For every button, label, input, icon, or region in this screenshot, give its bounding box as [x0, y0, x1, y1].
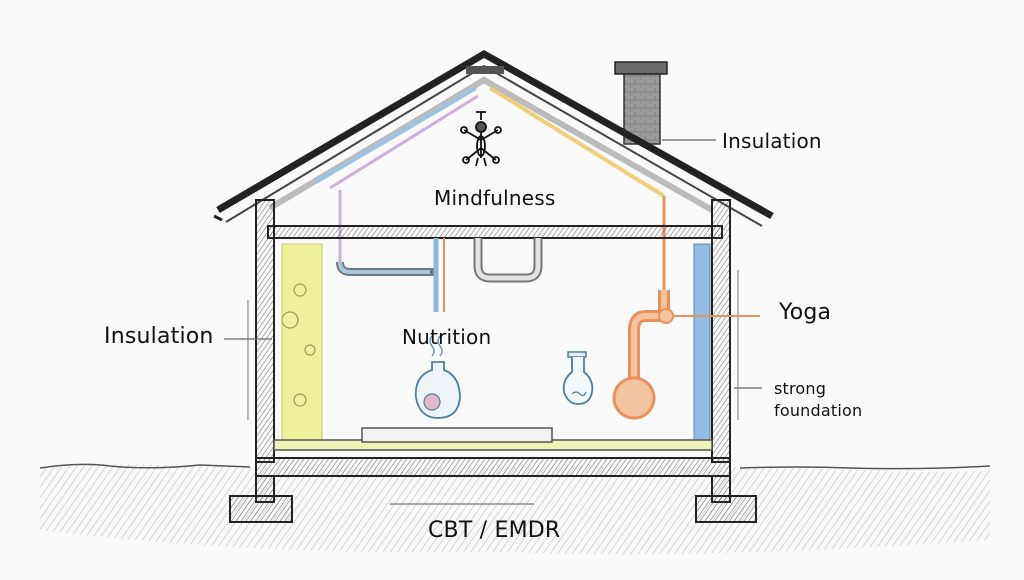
chimney [614, 61, 668, 145]
roof [213, 49, 774, 290]
nutrition-flask-icon [414, 335, 461, 419]
label-strong: strong [774, 379, 827, 398]
interior-pipes [336, 238, 760, 420]
label-nutrition: Nutrition [402, 325, 492, 349]
label-cbt-emdr: CBT / EMDR [428, 518, 561, 543]
ground [39, 463, 991, 555]
small-flask-icon [562, 351, 594, 405]
ceiling-beam [267, 225, 723, 239]
label-yoga: Yoga [779, 300, 832, 325]
label-foundation: foundation [774, 401, 863, 420]
floor [229, 427, 757, 523]
label-insulation-roof: Insulation [722, 129, 822, 153]
label-insulation-wall: Insulation [104, 324, 214, 349]
label-mindfulness: Mindfulness [434, 186, 556, 210]
mindfulness-figure-icon [460, 111, 502, 167]
label-strong-foundation: strong foundation [774, 378, 862, 422]
leader-lines [224, 139, 762, 389]
